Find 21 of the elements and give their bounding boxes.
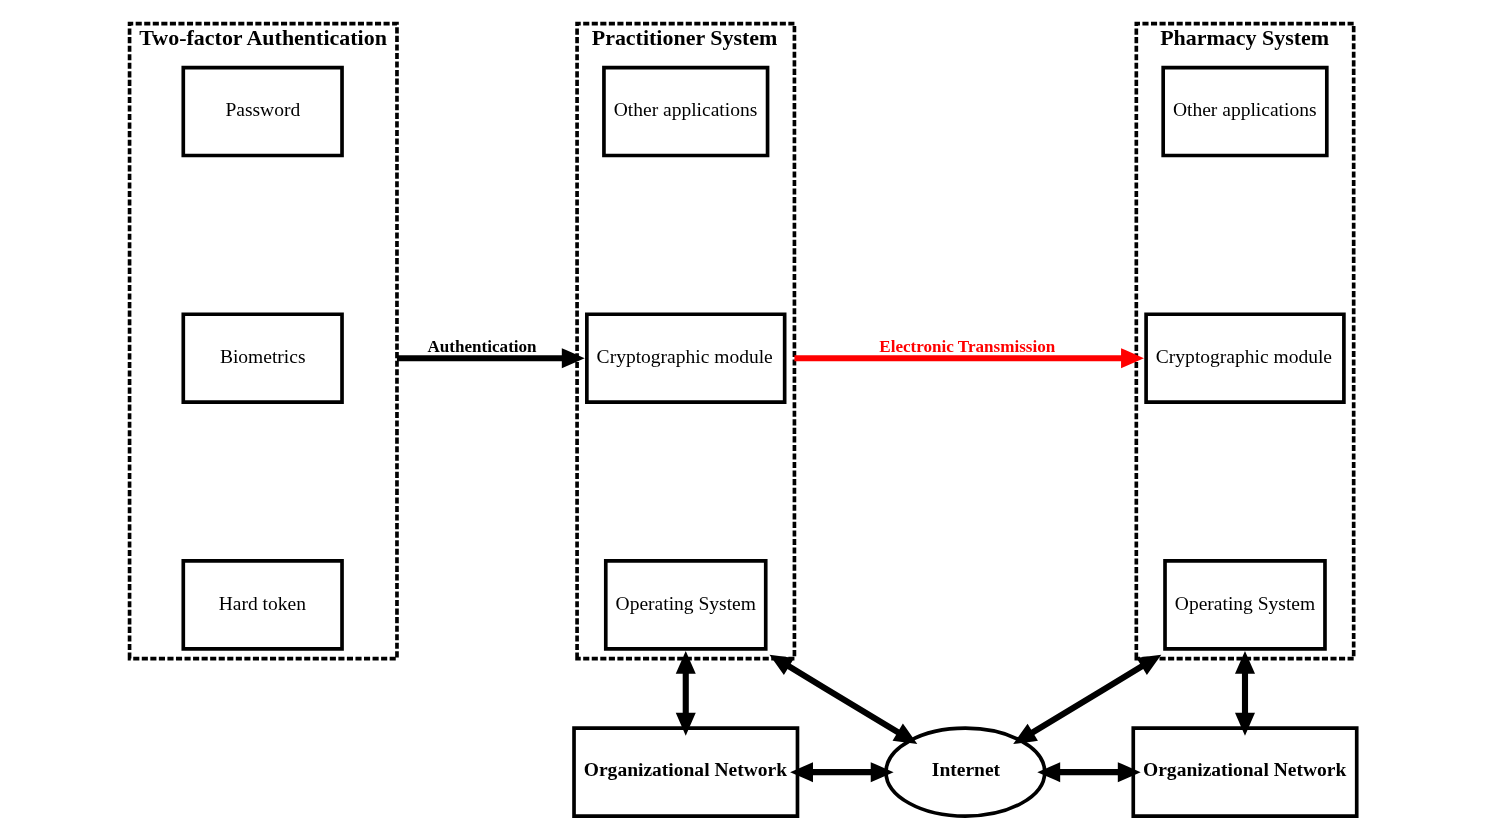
node-box: Cryptographic module: [584, 311, 786, 404]
edge-label: Authentication: [427, 336, 537, 356]
node-box: Other applications: [601, 65, 769, 157]
node-box: Other applications: [1160, 65, 1329, 157]
arrow: [1036, 761, 1141, 782]
edge-label: Electronic Transmission: [878, 336, 1055, 356]
node-box: Password: [180, 65, 344, 157]
node-box: Operating System: [1162, 558, 1327, 651]
arrow: [675, 650, 696, 736]
node-box: Organizational Network: [571, 725, 799, 818]
node-box: Organizational Network: [1130, 725, 1359, 818]
node-box: Hard token: [180, 558, 344, 651]
arrow: [789, 761, 894, 782]
arrow: [396, 347, 585, 368]
node-box: Cryptographic module: [1143, 311, 1346, 404]
arrow: [1234, 650, 1255, 736]
arrow: [768, 654, 917, 744]
node-box: Operating System: [603, 558, 768, 651]
node-box: Biometrics: [180, 311, 344, 404]
arrow: [1012, 654, 1161, 744]
arrow: [793, 347, 1144, 368]
